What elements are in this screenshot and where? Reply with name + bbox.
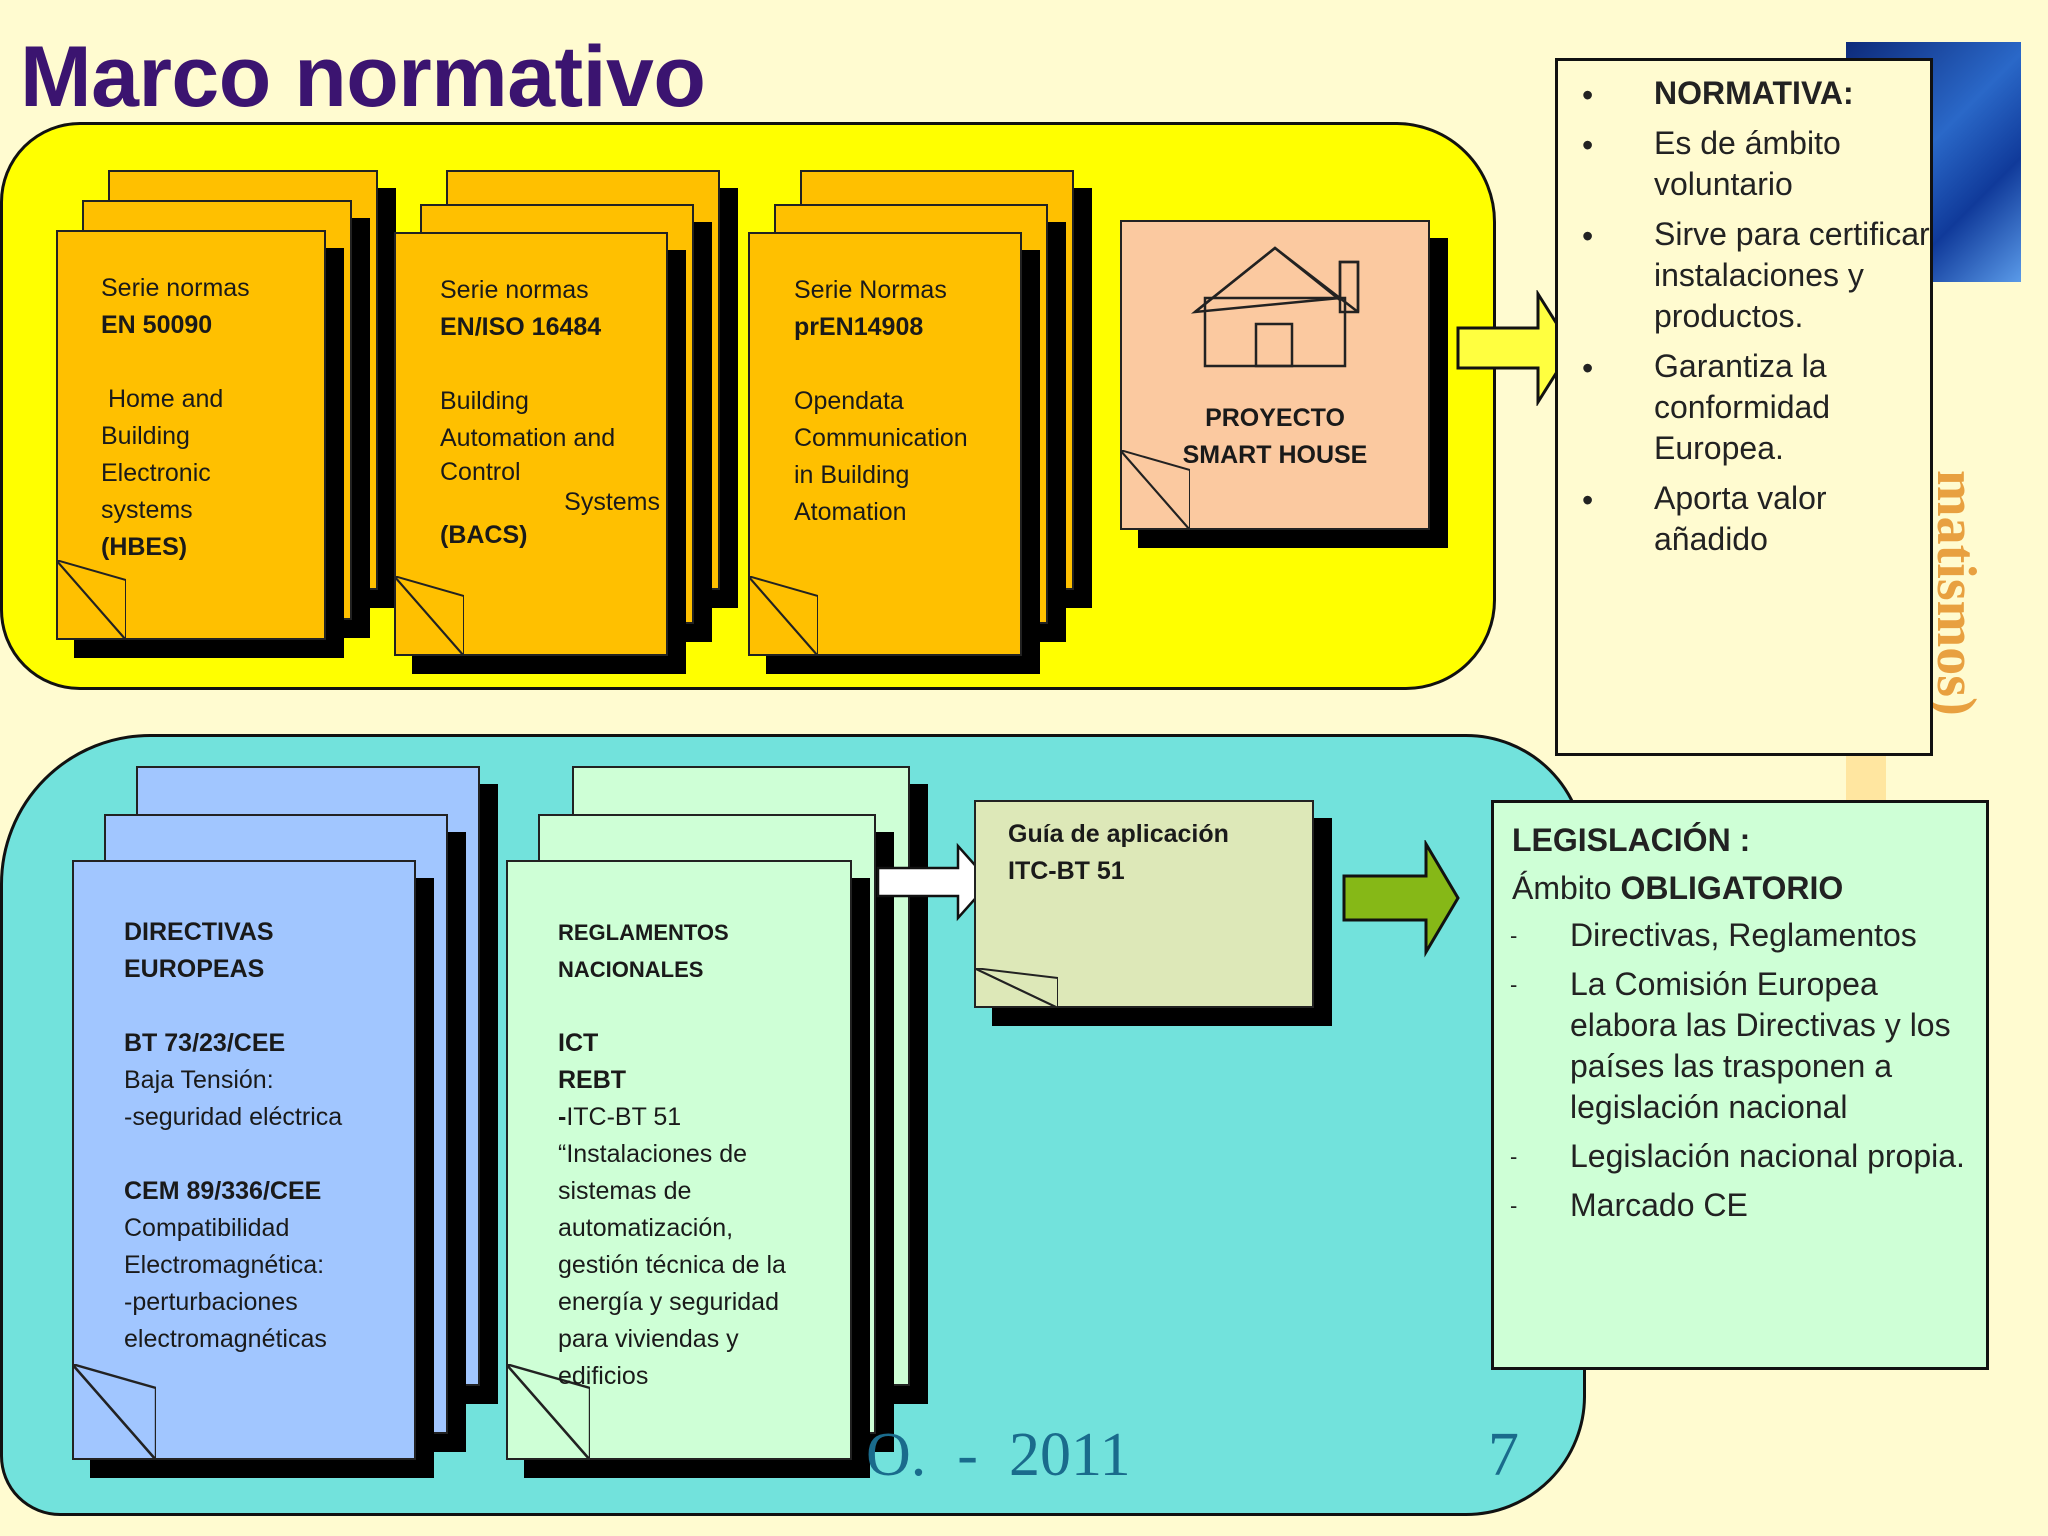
side-vertical-text: matismos)	[1930, 470, 1987, 716]
guia-aplicacion: Guía de aplicación ITC-BT 51	[974, 800, 1334, 1040]
guia-text: Guía de aplicación ITC-BT 51	[1008, 820, 1229, 885]
page-title: Marco normativo	[20, 29, 706, 125]
legislacion-item: -La Comisión Europea elabora las Directi…	[1510, 966, 1951, 1125]
normativa-item: •Aporta valor añadido	[1582, 480, 1827, 557]
normativa-item: •Es de ámbito voluntario	[1582, 125, 1841, 202]
reglamentos-text: REGLAMENTOS NACIONALES ICT REBT -ITC-BT …	[558, 920, 786, 1390]
doc-text-pren14908: Serie Normas prEN14908 Opendata Communic…	[794, 276, 968, 526]
doc-stack-en-iso-16484: Serie normas EN/ISO 16484 Building Autom…	[394, 170, 738, 674]
legislacion-list: -Directivas, Reglamentos -La Comisión Eu…	[1494, 915, 1986, 1226]
legislacion-item: -Directivas, Reglamentos	[1510, 917, 1917, 953]
legislacion-item: -Marcado CE	[1510, 1187, 1748, 1223]
normativa-box: •NORMATIVA: •Es de ámbito voluntario •Si…	[1555, 58, 1933, 756]
legislacion-ambito: Ámbito OBLIGATORIO	[1512, 870, 1844, 906]
legislacion-item: -Legislación nacional propia.	[1510, 1138, 1965, 1174]
directivas-text: DIRECTIVAS EUROPEAS BT 73/23/CEE Baja Te…	[124, 918, 343, 1353]
doc-text-en-iso-16484: Serie normas EN/ISO 16484 Building Autom…	[440, 276, 660, 549]
normativa-list: •NORMATIVA: •Es de ámbito voluntario •Si…	[1558, 73, 1930, 560]
doc-stack-directivas: DIRECTIVAS EUROPEAS BT 73/23/CEE Baja Te…	[72, 766, 512, 1486]
legislacion-box: LEGISLACIÓN : Ámbito OBLIGATORIO -Direct…	[1491, 800, 1989, 1370]
doc-stack-en50090: Serie normas EN 50090 Home and Building …	[56, 170, 396, 658]
doc-stack-reglamentos: REGLAMENTOS NACIONALES ICT REBT -ITC-BT …	[506, 766, 946, 1486]
doc-stack-pren14908: Serie Normas prEN14908 Opendata Communic…	[748, 170, 1092, 674]
normativa-item: •Sirve para certificar instalaciones y p…	[1582, 216, 1930, 334]
proyecto-label: PROYECTO SMART HOUSE	[1182, 404, 1368, 469]
footer-date: O. - 2011	[866, 1421, 1131, 1489]
proyecto-smart-house: PROYECTO SMART HOUSE	[1120, 220, 1450, 550]
page-number: 7	[1488, 1421, 1519, 1489]
house-icon	[1190, 246, 1360, 368]
normativa-item: •NORMATIVA:	[1582, 75, 1854, 113]
doc-text-en50090: Serie normas EN 50090 Home and Building …	[101, 274, 250, 561]
normativa-item: •Garantiza la conformidad Europea.	[1582, 348, 1831, 466]
legislacion-heading: LEGISLACIÓN :	[1512, 822, 1751, 858]
arrow-to-legislacion	[1342, 840, 1460, 958]
